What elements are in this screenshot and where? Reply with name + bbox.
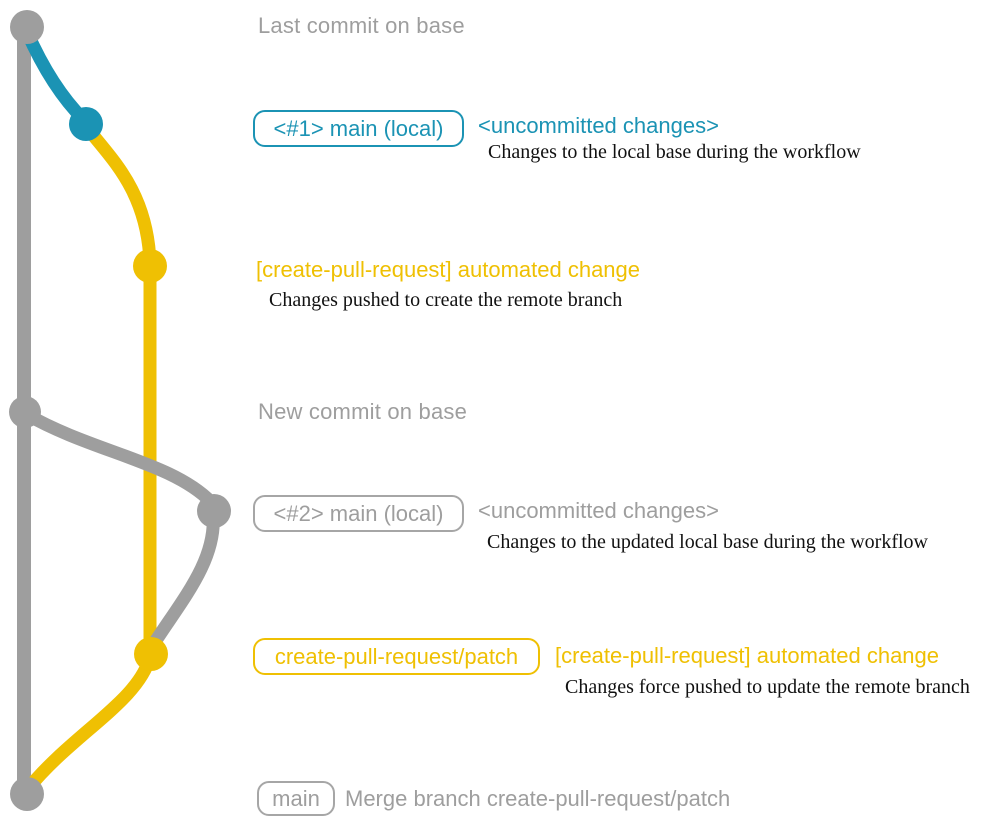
local2-to-patch-edge xyxy=(146,507,220,652)
desc-updated-base: Changes to the updated local base during… xyxy=(487,531,928,553)
heading-new-commit: New commit on base xyxy=(258,399,468,424)
commit-dot-new-base xyxy=(9,396,41,428)
merge-branch-text: Merge branch create-pull-request/patch xyxy=(345,786,731,811)
branch-badge-main-local-1: <#1> main (local) xyxy=(253,110,464,147)
commit-dot-last-base xyxy=(10,10,44,44)
branch-badge-main-label: main xyxy=(272,785,320,811)
branch-badge-main-local-1-label: <#1> main (local) xyxy=(273,115,444,141)
commit-dot-patch-1 xyxy=(133,249,167,283)
git-graph xyxy=(9,10,231,811)
branch-badge-main-local-2-label: <#2> main (local) xyxy=(273,500,444,526)
merge-edge xyxy=(20,650,157,797)
desc-pushed-create: Changes pushed to create the remote bran… xyxy=(269,289,623,311)
uncommitted-note-2: <uncommitted changes> xyxy=(478,498,719,523)
commit-dot-patch-2 xyxy=(134,637,168,671)
branch-badge-main: main xyxy=(257,781,335,816)
commit-dot-local-main-1 xyxy=(69,107,103,141)
desc-local-base: Changes to the local base during the wor… xyxy=(488,141,861,163)
patch-branch-edge-1 xyxy=(79,119,157,269)
base-to-local2-edge xyxy=(19,407,218,509)
desc-force-pushed: Changes force pushed to update the remot… xyxy=(565,676,970,698)
branch-badge-main-local-2: <#2> main (local) xyxy=(253,495,464,532)
heading-last-commit: Last commit on base xyxy=(258,13,465,38)
commit-dot-local-main-2 xyxy=(197,494,231,528)
automated-change-title-2: [create-pull-request] automated change xyxy=(555,643,940,668)
commit-dot-merge xyxy=(10,777,44,811)
branch-badge-patch: create-pull-request/patch xyxy=(253,638,540,675)
local-main-edge-1 xyxy=(20,25,91,127)
uncommitted-note-1: <uncommitted changes> xyxy=(478,113,719,138)
automated-change-title-1: [create-pull-request] automated change xyxy=(256,257,641,282)
branch-badge-patch-label: create-pull-request/patch xyxy=(274,643,519,669)
